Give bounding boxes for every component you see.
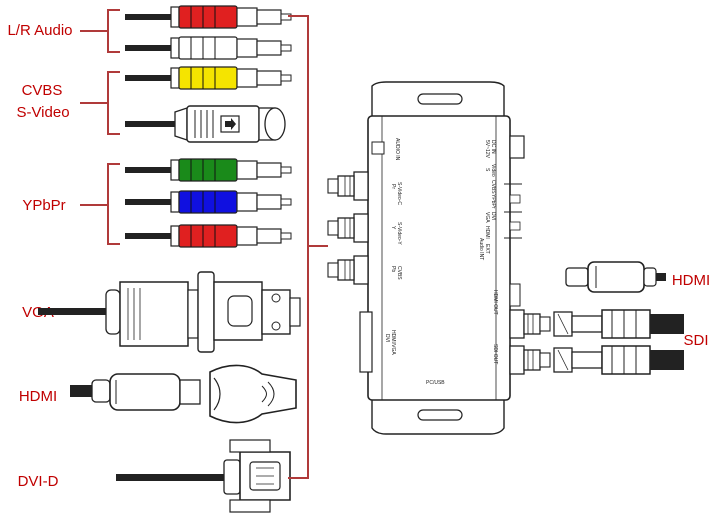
rca-plug-pb-blue [124, 190, 292, 214]
device-label-dvi: DVI [384, 334, 390, 342]
svideo-plug [125, 105, 286, 143]
rca-plug-pr-red [124, 224, 292, 248]
device-label-usb: PC/USB [426, 380, 445, 386]
bracket-all-inputs [288, 15, 328, 479]
label-hdmi-right: HDMI [671, 272, 711, 289]
hdmi-plug-left [70, 364, 297, 424]
label-dvid: DVI-D [17, 473, 59, 490]
label-svideo: S-Video [16, 104, 70, 121]
bracket-lr-audio [80, 9, 120, 53]
device-label-pr-sub: S-Video-C [396, 182, 402, 205]
device-label-sdi-out: SDI OUT [492, 344, 498, 364]
device-label-y-sub: S-Video-Y [396, 222, 402, 245]
device-label-sel-s: S [484, 168, 490, 172]
device-label-dvi-sub: HDMI/VGA [390, 330, 396, 355]
device-label-sel-video: Video [490, 164, 496, 177]
rca-plug-audio-red [124, 5, 292, 29]
label-ypbpr: YPbPr [22, 197, 66, 214]
label-cvbs: CVBS [21, 82, 63, 99]
dvi-plug [116, 439, 291, 513]
device-label-power: 5V~12V [484, 140, 490, 159]
sdi-cable-2 [553, 345, 684, 375]
converter-device: AUDIO IN 5V~12V DC IN Pr S-Video-C Y S-V… [327, 81, 551, 435]
sdi-cable-1 [553, 309, 684, 339]
label-lr-audio: L/R Audio [7, 22, 73, 39]
device-label-hdmi-out: HDMI OUT [492, 290, 498, 315]
label-sdi: SDI [683, 332, 709, 349]
device-label-sel-cvbs: CVBS [490, 180, 496, 194]
rca-plug-y-green [124, 158, 292, 182]
device-label-pb: Pb [390, 266, 396, 272]
device-label-pr: Pr [390, 184, 396, 189]
device-label-power2: DC IN [490, 140, 496, 154]
hdmi-plug-right [565, 261, 666, 293]
device-label-sel-ypbpr: YPbPr [490, 194, 496, 209]
device-label-sel-dvi: DVI [490, 212, 496, 220]
rca-plug-audio-white [124, 36, 292, 60]
bracket-ypbpr [80, 163, 120, 245]
device-label-pb-sub: CVBS [396, 266, 402, 280]
device-label-sel-hdmi: HDMI [484, 226, 490, 239]
device-label-audio-ext: EXT [484, 244, 490, 254]
label-hdmi-left: HDMI [18, 388, 58, 405]
device-label-sel-vga: VGA [484, 212, 490, 223]
device-label-y: Y [390, 226, 396, 230]
vga-plug [38, 271, 301, 353]
device-label-audio-int: Audio INT [478, 238, 484, 260]
rca-plug-video-yellow [124, 66, 292, 90]
device-label-audio-in: AUDIO IN [394, 138, 400, 161]
bracket-cvbs-svideo [80, 71, 120, 135]
